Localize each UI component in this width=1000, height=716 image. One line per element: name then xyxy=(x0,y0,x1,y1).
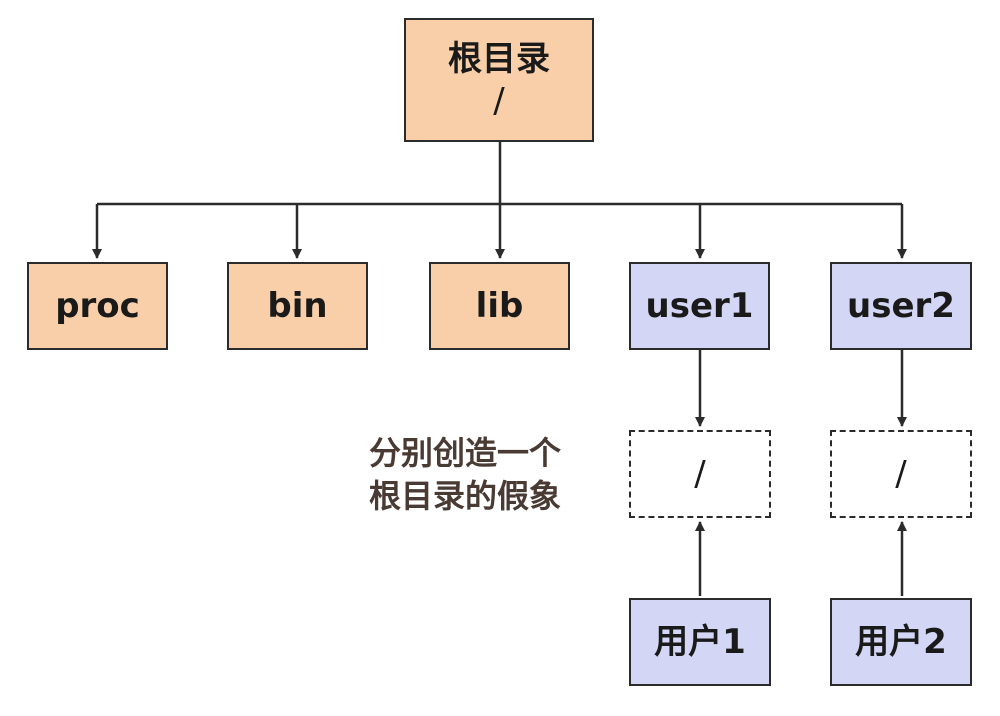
annotation-line-2: 根目录的假象 xyxy=(368,477,561,516)
dir-label-proc: proc xyxy=(55,285,140,326)
root-title: 根目录 xyxy=(448,38,550,79)
annotation-note: 分别创造一个 根目录的假象 xyxy=(340,432,590,518)
fake-root-user1: / xyxy=(629,430,771,518)
fake-root-label-user1: / xyxy=(694,453,706,494)
dir-label-user1: user1 xyxy=(645,285,754,326)
dir-node-user2: user2 xyxy=(830,262,972,350)
user-node-2: 用户2 xyxy=(830,598,972,686)
dir-label-bin: bin xyxy=(267,285,328,326)
dir-label-user2: user2 xyxy=(847,285,955,326)
user-label-1: 用户1 xyxy=(654,621,746,662)
dir-node-proc: proc xyxy=(27,262,168,350)
user-label-2: 用户2 xyxy=(855,621,947,662)
dir-node-lib: lib xyxy=(429,262,570,350)
dir-node-bin: bin xyxy=(227,262,368,350)
user-node-1: 用户1 xyxy=(629,598,771,686)
root-node: 根目录 / xyxy=(404,18,594,142)
dir-node-user1: user1 xyxy=(629,262,770,350)
annotation-line-1: 分别创造一个 xyxy=(368,434,561,472)
dir-label-lib: lib xyxy=(475,285,524,326)
fake-root-label-user2: / xyxy=(895,453,907,494)
fake-root-user2: / xyxy=(830,430,972,518)
root-path: / xyxy=(493,81,505,121)
